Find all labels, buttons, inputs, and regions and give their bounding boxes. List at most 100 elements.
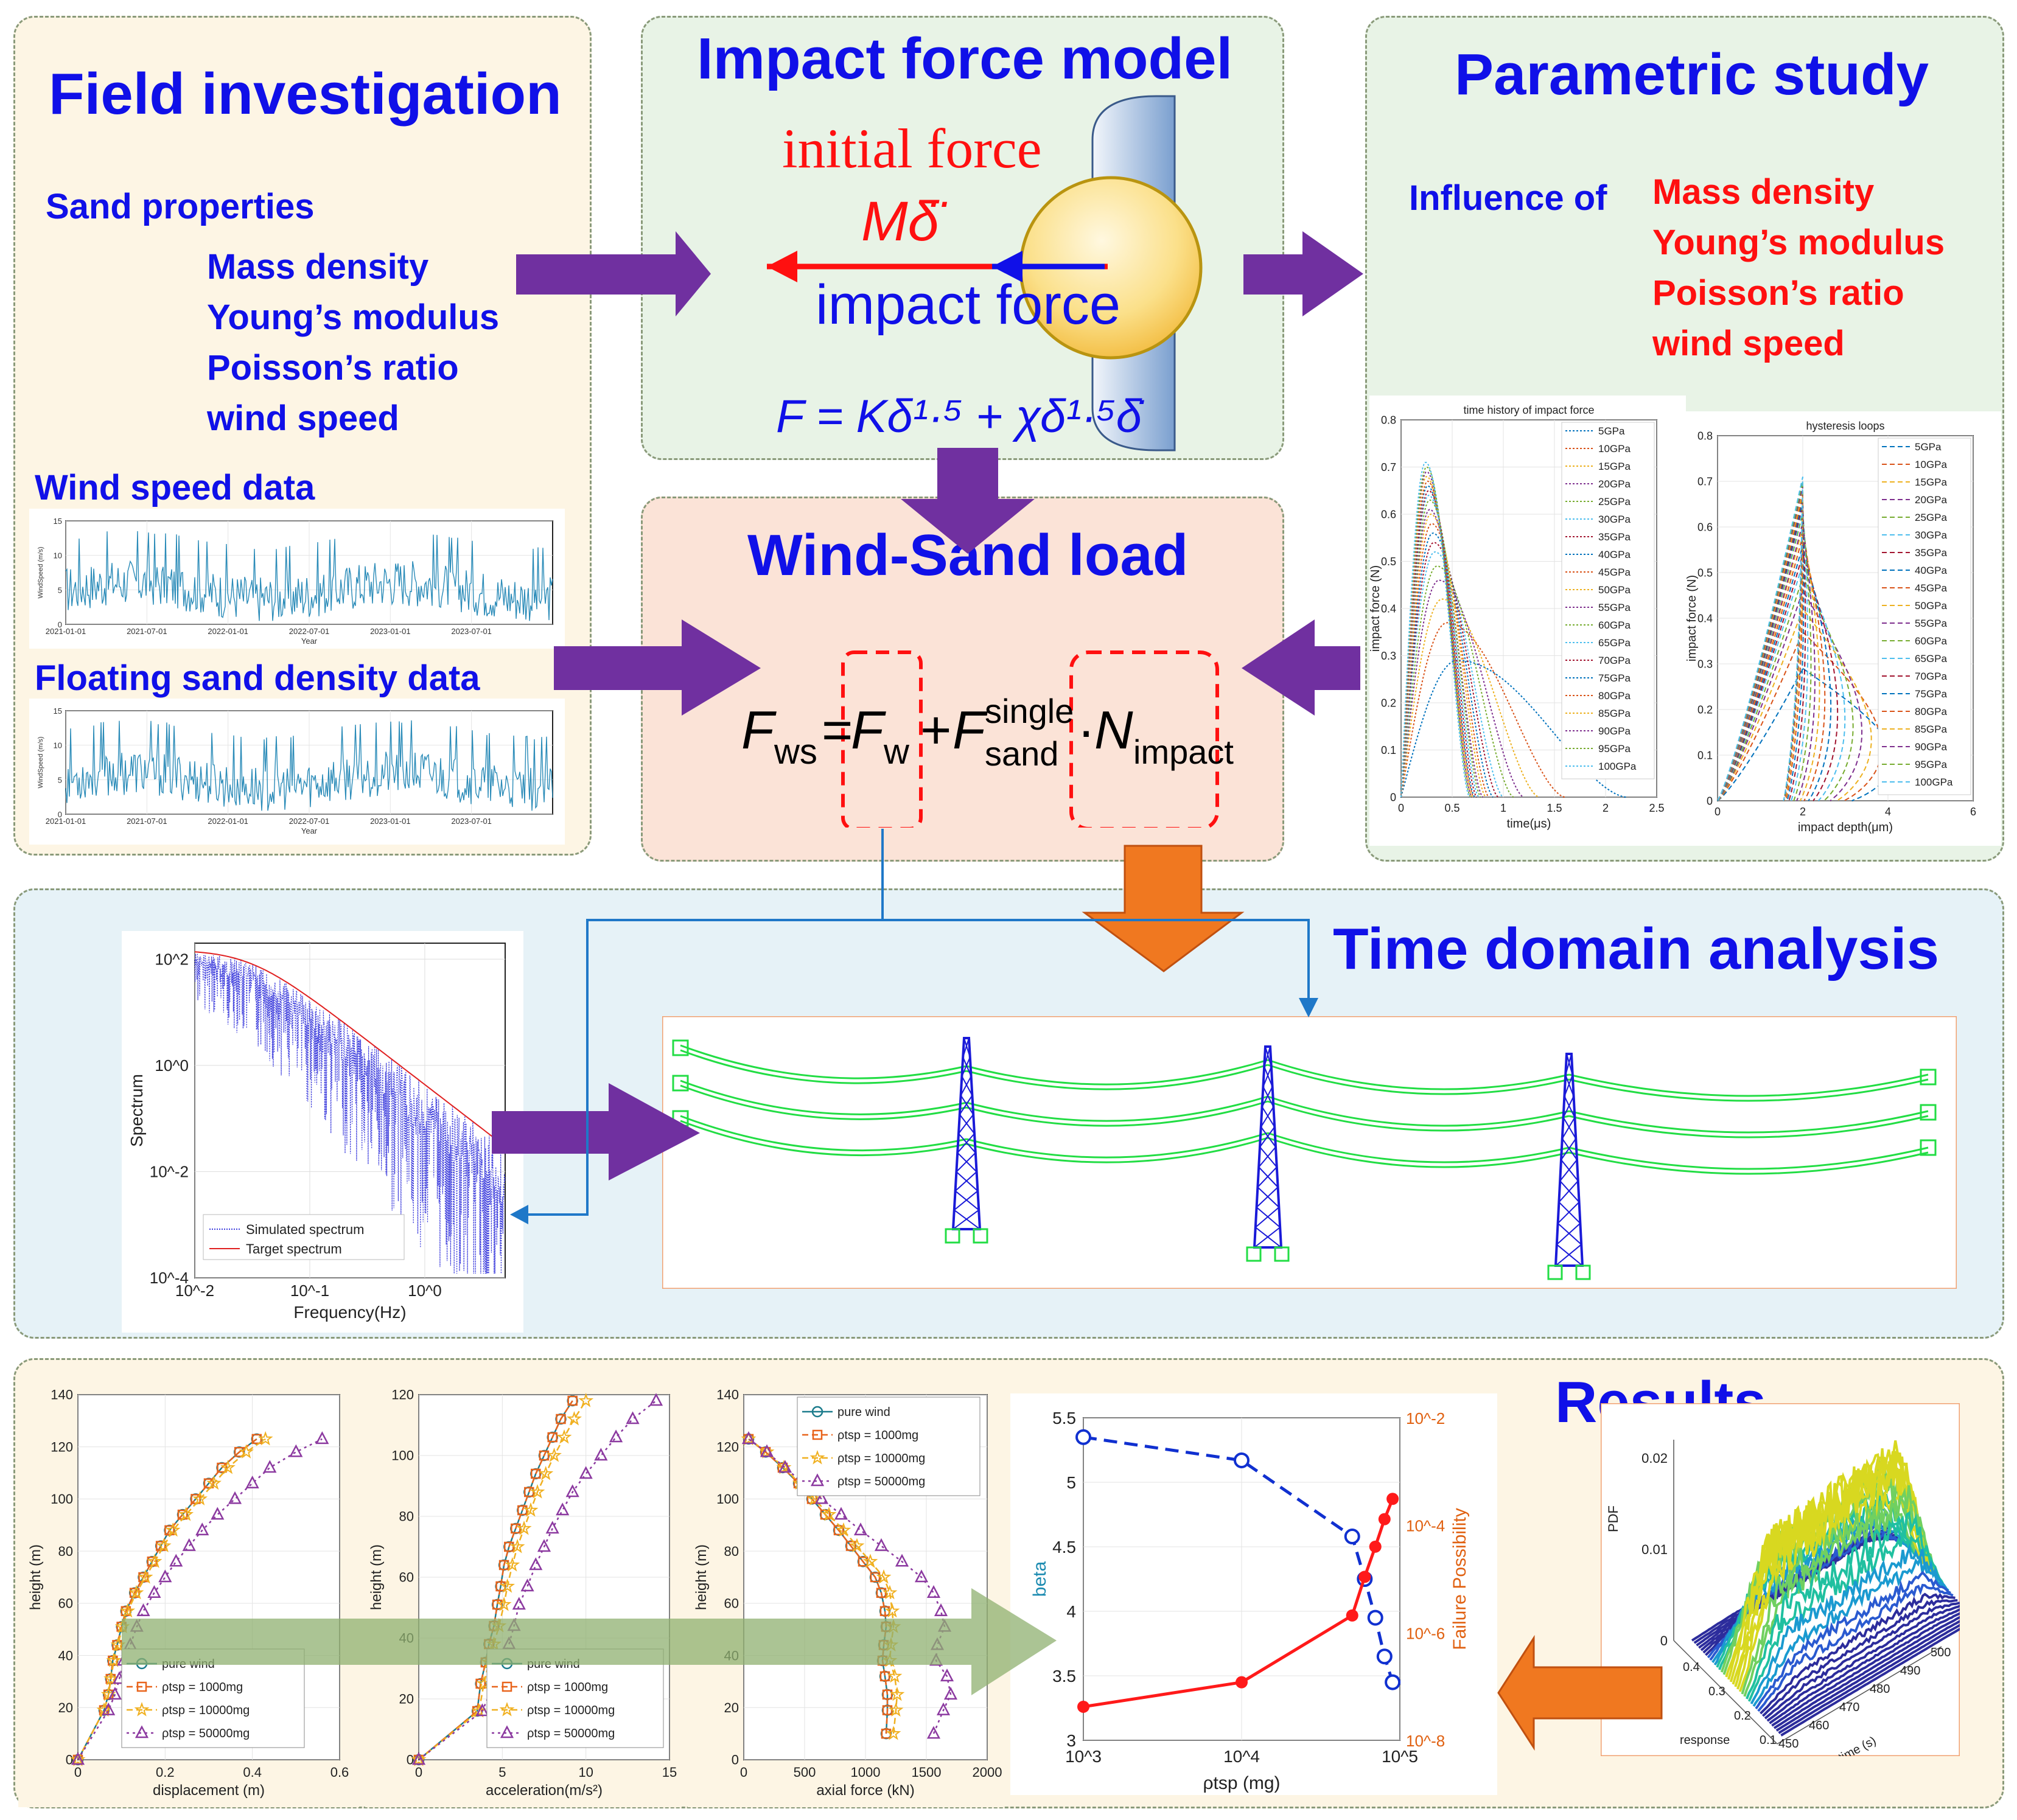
insulator [1920, 1139, 1937, 1156]
legend-box [797, 1396, 981, 1496]
legend-label: 40GPa [1598, 549, 1631, 560]
tower-brace [1559, 1159, 1578, 1182]
x-tick-label: 0.6 [330, 1765, 349, 1780]
legend-label: 15GPa [1915, 476, 1947, 488]
legend-label: 85GPa [1598, 708, 1631, 719]
tower-brace [1264, 1046, 1271, 1067]
data-point [545, 1521, 559, 1534]
y-tick-label: 0 [58, 810, 62, 819]
data-point [475, 1703, 489, 1717]
tower-brace [1557, 1201, 1580, 1224]
data-point [71, 1752, 85, 1765]
data-point [103, 1671, 119, 1686]
tower-foot [1575, 1264, 1591, 1280]
tower-brace [1254, 1227, 1281, 1248]
x-tick-label: 490 [1900, 1664, 1920, 1678]
series-line-25GPa [1400, 565, 1514, 798]
param-mass-density: Mass density [1652, 172, 1875, 212]
x-tick-label: 2021-01-01 [46, 817, 86, 826]
tower-brace [1564, 1075, 1573, 1097]
data-point [741, 1431, 757, 1446]
data-point [578, 1392, 594, 1407]
series-line-15GPa [1400, 598, 1540, 798]
y-tick-label: 10 [54, 551, 62, 560]
data-point [505, 1557, 520, 1572]
x-tick-label: 10^-2 [175, 1281, 214, 1300]
data-point [812, 1429, 823, 1440]
y-tick-label: 0 [1707, 795, 1713, 807]
series-line-100GPa [1400, 461, 1470, 798]
data-point [579, 1466, 593, 1479]
legend-label: 55GPa [1598, 602, 1631, 613]
y-tick-label: 0.6 [1381, 508, 1396, 520]
arrow-field-to-windsand [554, 619, 761, 716]
svg-text:F: F [851, 700, 886, 760]
tower-brace [1259, 1146, 1278, 1168]
data-point [547, 1432, 558, 1443]
y-tick-label: 10^-2 [150, 1162, 189, 1180]
data-point [876, 1569, 892, 1584]
x-tick-label: 2023-07-01 [451, 627, 492, 636]
tower-brace [1260, 1126, 1276, 1148]
arrow-field-to-impact [516, 231, 711, 316]
legend-label: 10GPa [1598, 443, 1631, 455]
conductor-line [1568, 1146, 1929, 1170]
x-tick-label: 0.4 [243, 1765, 262, 1780]
tower-brace [957, 1152, 977, 1173]
property-youngs-modulus: Young’s modulus [207, 298, 500, 337]
tower-brace [958, 1114, 974, 1134]
tower-brace [1561, 1138, 1577, 1160]
tower-brace [1258, 1146, 1276, 1168]
data-point [849, 1538, 865, 1553]
x-axis [1777, 1646, 1942, 1745]
loop-line-75GPa [1717, 499, 1805, 801]
x-tick-label: 2.5 [1649, 802, 1664, 814]
y-tick-label: 0.7 [1381, 461, 1396, 473]
series-line-45GPa [1400, 523, 1490, 798]
legend-box [1878, 438, 1971, 795]
tower-brace [1558, 1180, 1579, 1203]
data-point [263, 1460, 277, 1473]
x-tick-label: 10^4 [1223, 1747, 1260, 1766]
y-axis-label: Spectrum [127, 1074, 146, 1147]
loop-line-15GPa [1717, 607, 1872, 801]
data-point [158, 1569, 172, 1583]
data-point [760, 1444, 774, 1457]
y-tick-label: 0.4 [1381, 602, 1396, 615]
tower-brace [1264, 1066, 1273, 1087]
data-point [940, 1668, 954, 1682]
series-line-70GPa [1400, 490, 1478, 798]
y-tick-label: 4 [1066, 1602, 1076, 1621]
y-tick-label: 0.1 [1381, 744, 1396, 756]
data-point [594, 1448, 608, 1461]
data-point [217, 1462, 227, 1473]
svg-text:F: F [953, 700, 988, 760]
beta-point [1075, 1429, 1091, 1445]
tower-brace [1258, 1166, 1279, 1188]
tower-foot [973, 1228, 988, 1244]
data-point [556, 1414, 566, 1424]
fw-highlight-box [841, 650, 923, 828]
tower-brace [1257, 1187, 1280, 1208]
y-tick-label: 20 [399, 1692, 414, 1707]
y-axis-label: height (m) [27, 1544, 44, 1610]
data-point [556, 1429, 572, 1444]
legend-label: 100GPa [1915, 776, 1953, 788]
data-point [239, 1444, 254, 1459]
tower-1 [945, 1037, 988, 1244]
data-point [538, 1465, 554, 1480]
conductor-line [1267, 1064, 1570, 1095]
tower-brace [1260, 1106, 1274, 1128]
data-point [547, 1447, 562, 1462]
x-tick-label: 0 [74, 1765, 82, 1780]
data-point [500, 1578, 516, 1593]
loop-line-100GPa [1717, 476, 1803, 801]
legend-label: 80GPa [1598, 690, 1631, 702]
legend-label: 80GPa [1915, 706, 1947, 717]
y2-tick-label: 10^-8 [1406, 1732, 1445, 1750]
y-tick-label: 80 [58, 1544, 73, 1559]
data-point [811, 1406, 823, 1418]
y-tick-label: 0.5 [1697, 567, 1713, 579]
conductor-line [1267, 1132, 1570, 1163]
